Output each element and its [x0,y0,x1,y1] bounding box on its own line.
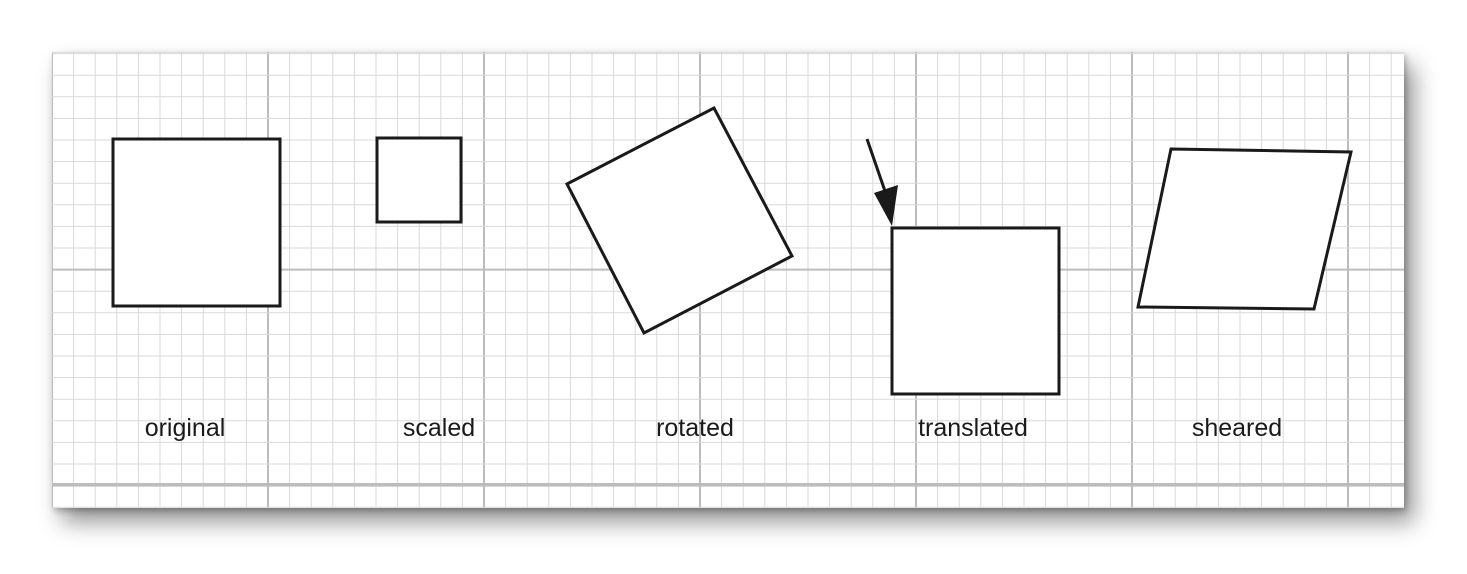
shapes [111,105,1353,396]
label-original: original [144,414,226,442]
translation-arrow-shaft [865,138,888,195]
label-scaled: scaled [402,414,476,442]
label-translated: translated [918,414,1028,442]
sheared-parallelogram [1136,147,1353,311]
translation-arrow-head [874,185,898,226]
graph-paper: original scaled rotated translated shear… [52,52,1404,508]
label-rotated: rotated [656,414,734,442]
original-square [111,137,282,308]
scaled-square [375,136,463,224]
translated-square [890,226,1061,396]
rotated-square [564,105,795,336]
label-sheared: sheared [1191,414,1283,442]
